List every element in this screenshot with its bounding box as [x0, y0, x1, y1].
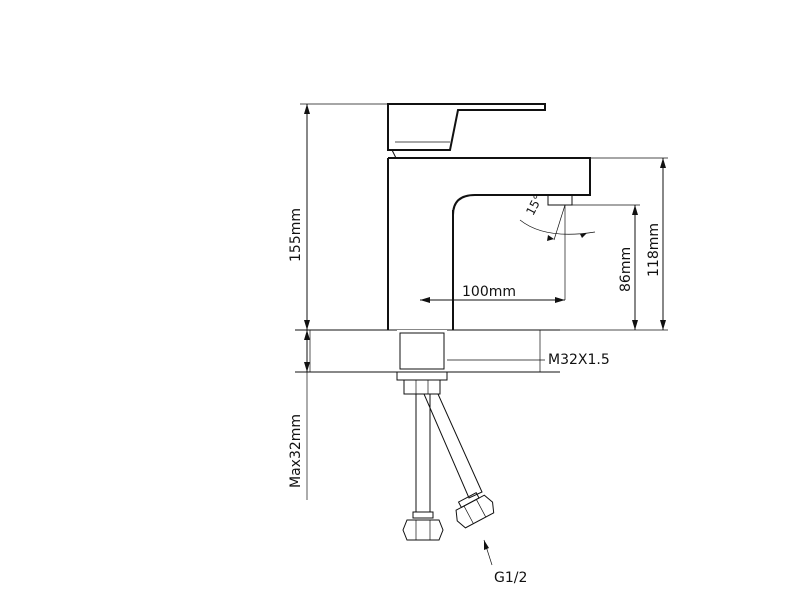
faucet-body [387, 103, 591, 330]
angle-label: 15° [523, 192, 545, 217]
thread-label: M32X1.5 [548, 352, 610, 368]
dimension-118: 118mm [590, 157, 668, 331]
hose-straight [415, 393, 431, 513]
handle-lever [387, 103, 546, 151]
hose-nut-left [402, 519, 444, 541]
thread-insert [399, 332, 445, 370]
dim-max32-label: Max32mm [288, 414, 304, 488]
dimension-155: 155mm [288, 103, 388, 330]
mounting-assembly [396, 371, 495, 541]
hose-nut-right [455, 494, 495, 529]
dimension-86: 86mm [560, 204, 640, 331]
countertop-section [295, 329, 560, 373]
aerator [547, 194, 573, 206]
angle-indicator: 15° [519, 192, 596, 300]
thread-callout: M32X1.5 [447, 352, 610, 368]
hose-angled [423, 393, 483, 499]
dim-100-label: 100mm [462, 284, 516, 300]
dim-86-label: 86mm [618, 247, 634, 292]
dim-155-label: 155mm [288, 208, 304, 262]
hose-label: G1/2 [494, 570, 527, 586]
dimension-max32: Max32mm [288, 330, 310, 500]
mounting-washer [396, 371, 448, 381]
mounting-nut [403, 379, 441, 395]
hose-callout: G1/2 [483, 539, 527, 586]
dim-118-label: 118mm [646, 223, 662, 277]
dimension-100: 100mm [420, 284, 565, 303]
faucet-spout [388, 157, 591, 216]
